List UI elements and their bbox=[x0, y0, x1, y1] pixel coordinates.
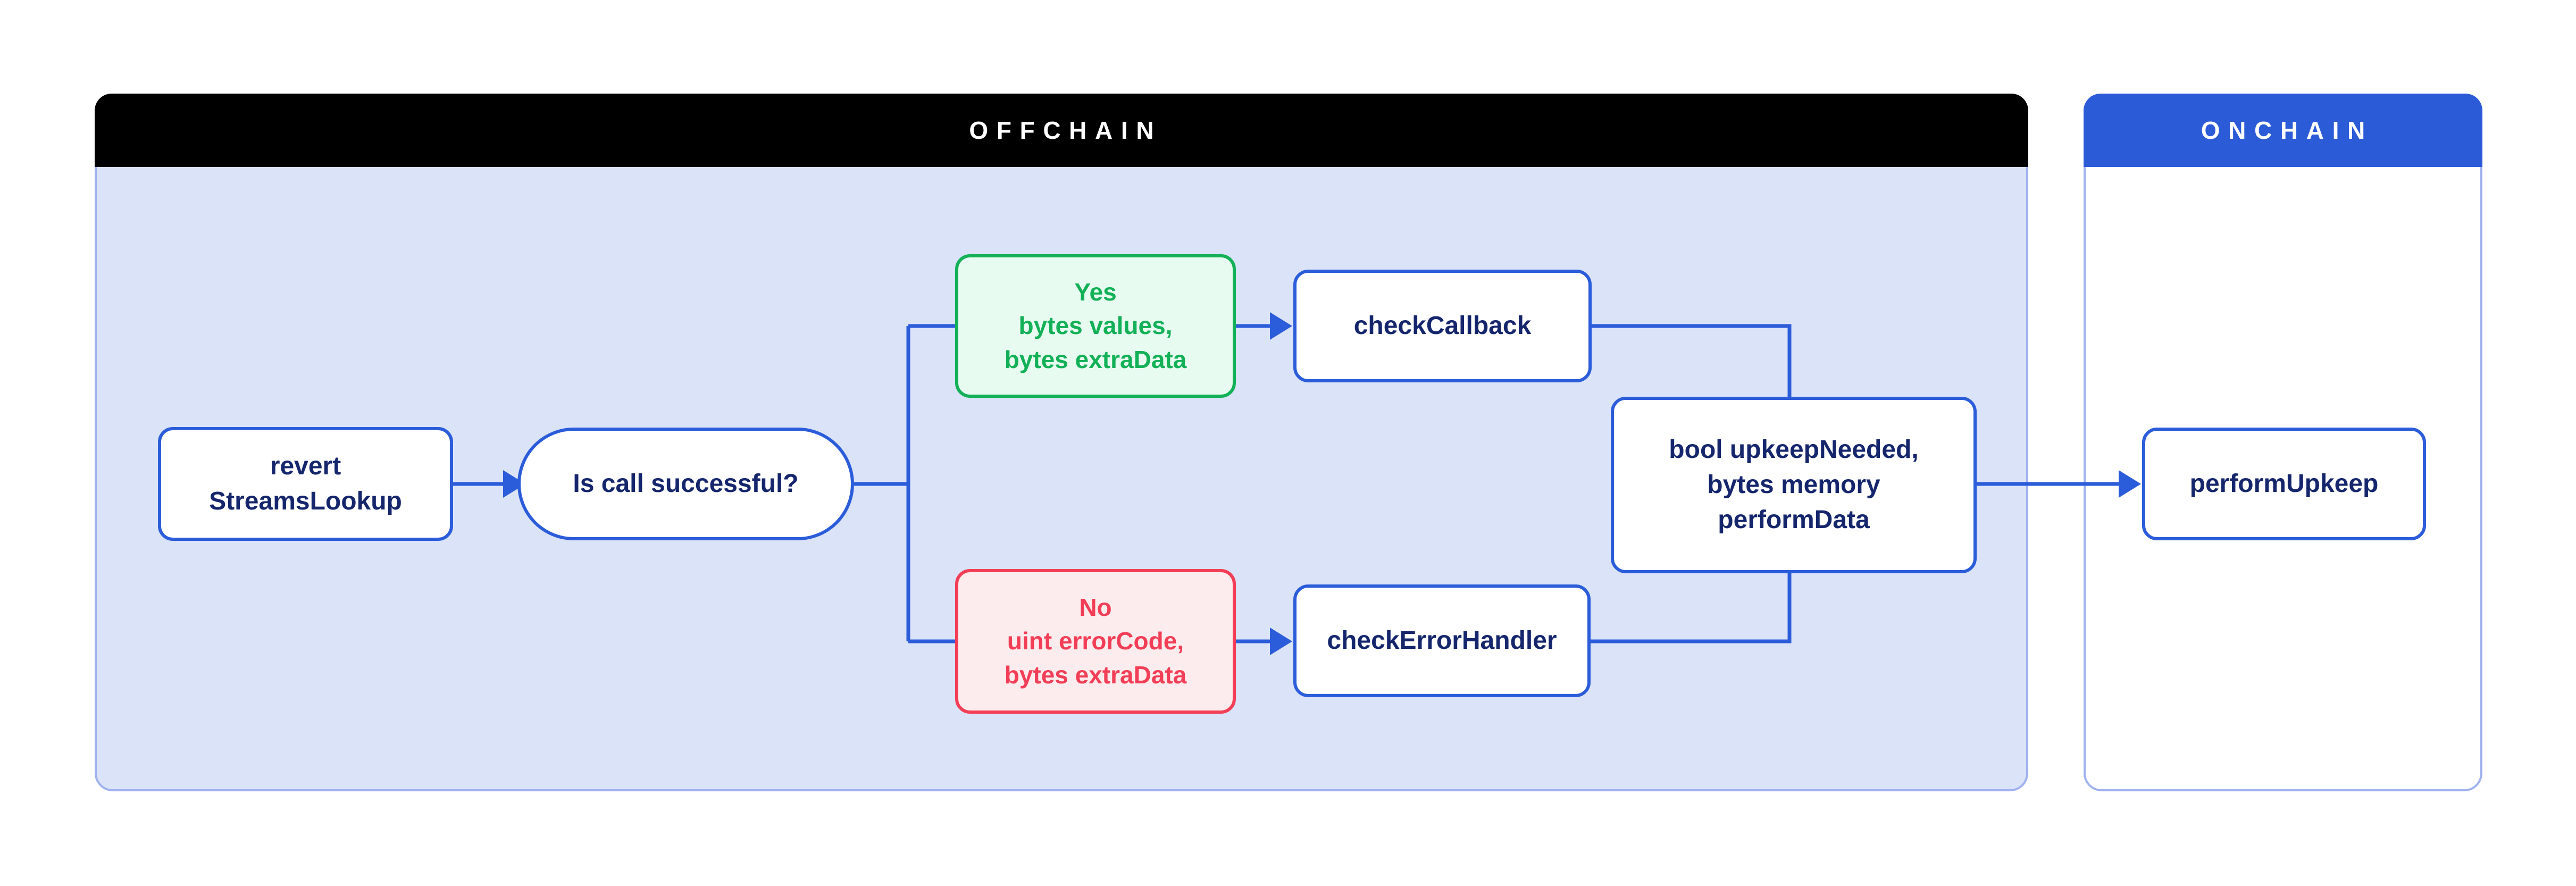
node-label-line: No bbox=[1079, 593, 1112, 621]
node-label-line: Yes bbox=[1074, 278, 1117, 306]
node-check-callback: checkCallback bbox=[1293, 270, 1592, 382]
node-revert-streamslookup: revert StreamsLookup bbox=[158, 427, 453, 541]
node-label-line: bytes extraData bbox=[1004, 661, 1187, 689]
node-upkeep-needed: bool upkeepNeeded, bytes memory performD… bbox=[1611, 397, 1977, 573]
node-label-line: bytes extraData bbox=[1004, 345, 1187, 373]
node-label-line: revert bbox=[270, 452, 341, 480]
node-perform-upkeep: performUpkeep bbox=[2142, 428, 2426, 540]
onchain-title: ONCHAIN bbox=[2201, 116, 2373, 144]
onchain-header: ONCHAIN bbox=[2084, 94, 2482, 167]
edge-checkerrorhandler-to-upkeep bbox=[1591, 570, 1792, 643]
node-check-error-handler: checkErrorHandler bbox=[1293, 584, 1591, 697]
node-label-line: Is call successful? bbox=[573, 469, 799, 498]
node-label-line: performUpkeep bbox=[2189, 469, 2379, 498]
node-label-line: bytes memory bbox=[1707, 470, 1880, 499]
node-is-call-successful: Is call successful? bbox=[517, 428, 854, 540]
node-label-line: checkCallback bbox=[1353, 311, 1532, 340]
offchain-title: OFFCHAIN bbox=[969, 116, 1162, 144]
node-label-line: uint errorCode, bbox=[1007, 627, 1184, 655]
edge-checkcallback-to-upkeep bbox=[1592, 324, 1792, 400]
node-yes-branch: Yes bytes values, bytes extraData bbox=[955, 254, 1236, 398]
node-label-line: checkErrorHandler bbox=[1327, 626, 1557, 655]
arrowhead-icon bbox=[503, 470, 525, 498]
offchain-header: OFFCHAIN bbox=[95, 94, 2028, 167]
node-label-line: bool upkeepNeeded, bbox=[1669, 435, 1919, 464]
node-no-branch: No uint errorCode, bytes extraData bbox=[955, 569, 1236, 714]
node-label-line: performData bbox=[1718, 506, 1870, 534]
node-label-line: bytes values, bbox=[1018, 312, 1173, 340]
arrowhead-icon bbox=[1270, 312, 1292, 340]
arrowhead-icon bbox=[1270, 628, 1292, 655]
node-label-line: StreamsLookup bbox=[209, 487, 402, 515]
arrowhead-icon bbox=[2119, 470, 2141, 498]
